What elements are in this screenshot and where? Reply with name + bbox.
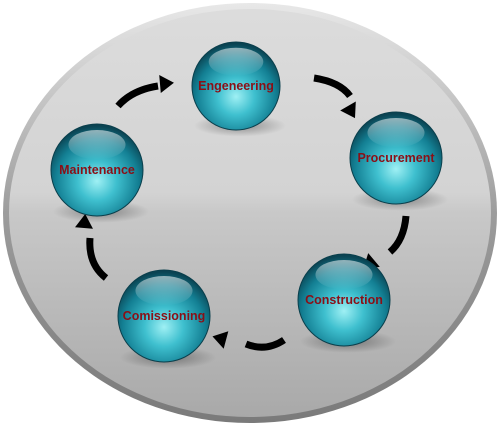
stage-label-construction: Construction [305,293,383,307]
arrow-shaft [313,74,353,99]
stage-label-commissioning: Comissioning [123,309,206,323]
curved-arrow-icon [115,75,174,109]
stage-label-engineering: Engeneering [198,79,274,93]
sphere-highlight [315,259,373,290]
stage-node-procurement: Procurement [349,111,449,211]
stage-node-construction: Construction [297,253,397,353]
stage-node-commissioning: Comissioning [117,269,217,369]
sphere-highlight [68,129,126,160]
stage-node-engineering: Engeneering [191,41,287,137]
curved-arrow-icon [313,74,356,119]
arrow-shaft [115,82,159,109]
node-group: EngeneeringProcurementConstructionComiss… [50,41,449,369]
stage-label-maintenance: Maintenance [59,163,135,177]
sphere-highlight [208,47,264,76]
arrow-head [212,331,229,349]
stage-node-maintenance: Maintenance [50,123,150,223]
arrow-shaft [86,237,109,281]
arrow-head [340,101,356,119]
sphere-highlight [135,275,193,306]
arrow-head [159,75,174,93]
curved-arrow-icon [212,331,286,351]
sphere-highlight [367,117,425,148]
arrow-shaft [387,215,410,255]
arrow-group [75,74,410,351]
stage-label-procurement: Procurement [357,151,435,165]
arrow-shaft [244,337,286,351]
